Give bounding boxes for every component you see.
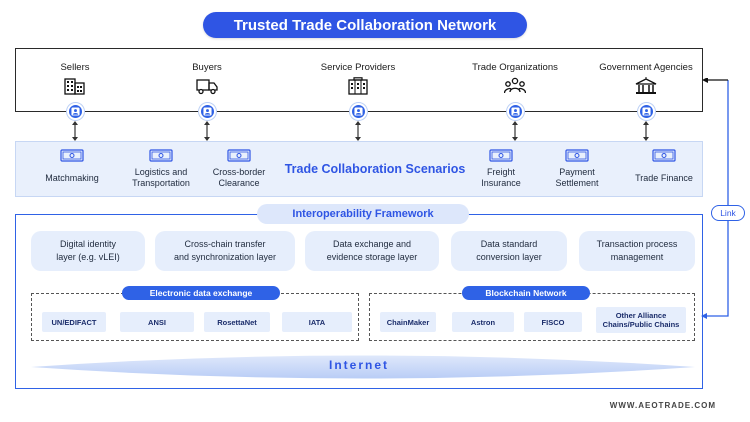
participant-label-government-agencies: Government Agencies bbox=[599, 62, 693, 73]
people-group-icon bbox=[504, 77, 526, 94]
government-building-icon bbox=[635, 77, 657, 94]
participant-label-buyers: Buyers bbox=[192, 62, 222, 73]
ticket-icon bbox=[489, 149, 513, 162]
user-badge-icon bbox=[638, 103, 655, 120]
office-icon bbox=[348, 77, 368, 95]
edx-item-ansi: ANSI bbox=[120, 312, 194, 332]
ticket-icon bbox=[149, 149, 173, 162]
edx-item-iata: IATA bbox=[282, 312, 352, 332]
ticket-icon bbox=[565, 149, 589, 162]
bidirectional-arrow-icon bbox=[355, 121, 361, 141]
ticket-icon bbox=[652, 149, 676, 162]
user-badge-icon bbox=[507, 103, 524, 120]
diagram-title: Trusted Trade Collaboration Network bbox=[203, 12, 527, 38]
interop-title: Interoperability Framework bbox=[257, 204, 469, 224]
user-badge-icon bbox=[67, 103, 84, 120]
chain-item-astron: Astron bbox=[452, 312, 514, 332]
ticket-icon bbox=[60, 149, 84, 162]
ticket-icon bbox=[227, 149, 251, 162]
edx-title: Electronic data exchange bbox=[122, 286, 280, 300]
internet-label: Internet bbox=[328, 358, 389, 372]
participant-label-sellers: Sellers bbox=[60, 62, 90, 73]
building-icon bbox=[64, 78, 85, 95]
edx-item-rosettanet: RosettaNet bbox=[204, 312, 270, 332]
truck-icon bbox=[196, 79, 218, 95]
scenario-matchmaking: Matchmaking bbox=[45, 173, 99, 183]
chain-item-fisco: FISCO bbox=[524, 312, 582, 332]
chain-item-chainmaker: ChainMaker bbox=[380, 312, 436, 332]
user-badge-icon bbox=[199, 103, 216, 120]
link-connector bbox=[701, 78, 729, 319]
scenarios-title: Trade Collaboration Scenarios bbox=[284, 162, 466, 176]
participant-label-trade-organizations: Trade Organizations bbox=[472, 62, 558, 73]
user-badge-icon bbox=[350, 103, 367, 120]
participant-label-service-providers: Service Providers bbox=[320, 62, 396, 73]
bidirectional-arrow-icon bbox=[72, 121, 78, 141]
website-url: WWW.AEOTRADE.COM bbox=[609, 401, 716, 410]
blockchain-title: Blockchain Network bbox=[462, 286, 590, 300]
bidirectional-arrow-icon bbox=[204, 121, 210, 141]
bidirectional-arrow-icon bbox=[512, 121, 518, 141]
internet-band bbox=[31, 355, 695, 379]
bidirectional-arrow-icon bbox=[643, 121, 649, 141]
edx-item-unedifact: UN/EDIFACT bbox=[42, 312, 106, 332]
link-badge: Link bbox=[711, 205, 745, 221]
scenario-trade-finance: Trade Finance bbox=[635, 173, 693, 183]
